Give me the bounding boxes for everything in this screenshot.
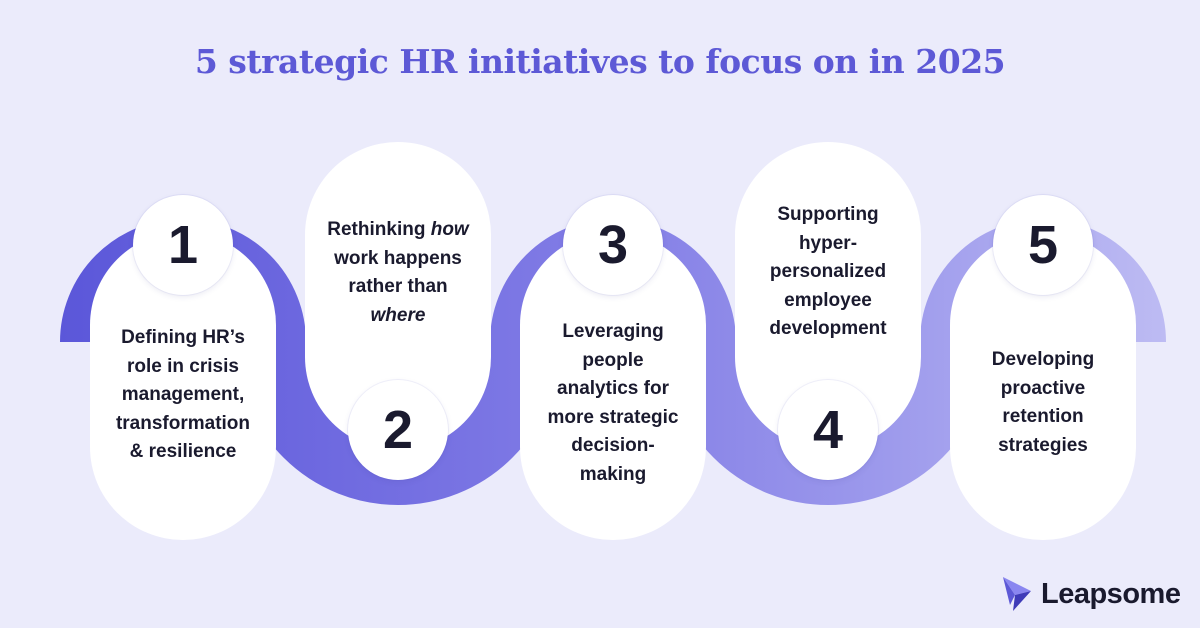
step-2-line: rather than (348, 276, 448, 297)
step-3-line: Leveraging (562, 321, 664, 342)
step-2-text: Rethinking how work happens rather than … (305, 216, 491, 330)
step-4-line: development (769, 318, 887, 339)
step-4-line: employee (784, 289, 872, 311)
step-3-number: 3 (563, 195, 663, 295)
step-2-number: 2 (348, 380, 448, 480)
step-4-line: Supporting (777, 204, 879, 225)
brand-name: Leapsome (1041, 577, 1181, 610)
step-2-line: Rethinking how (327, 219, 469, 240)
card-4 (735, 142, 921, 450)
step-5-number: 5 (993, 195, 1093, 295)
step-1-line: transformation (115, 412, 251, 434)
step-1-text: Defining HR’s role in crisis management,… (90, 324, 276, 467)
step-3-line: people (582, 349, 644, 371)
card-2 (305, 142, 491, 450)
step-4-number: 4 (778, 380, 878, 480)
step-1-line: management, (121, 384, 245, 405)
step-2-line: work happens (334, 247, 462, 269)
step-5-text: Developing proactive retention strategie… (950, 346, 1136, 460)
step-5-line: proactive (1000, 377, 1086, 399)
step-3-line: making (579, 463, 647, 485)
step-2-line: where (370, 304, 426, 326)
step-5-line: Developing (991, 349, 1095, 370)
step-4-line: personalized (769, 261, 887, 282)
step-1-number: 1 (133, 195, 233, 295)
step-3-line: analytics for (557, 378, 669, 399)
card-1 (90, 232, 276, 540)
card-3 (520, 232, 706, 540)
step-1-line: & resilience (129, 441, 237, 462)
page-title: 5 strategic HR initiatives to focus on i… (194, 42, 1006, 81)
step-4-line: hyper- (798, 232, 858, 254)
step-4-text: Supporting hyper- personalized employee … (735, 201, 921, 344)
step-5-line: retention (1002, 406, 1084, 427)
leapsome-bird-logo-icon (1003, 577, 1031, 611)
card-5 (950, 232, 1136, 540)
step-1-line: role in crisis (127, 355, 239, 377)
brand-logo: Leapsome (1001, 574, 1181, 614)
step-3-line: more strategic (547, 406, 679, 428)
step-1-line: Defining HR’s (121, 327, 245, 348)
step-5-line: strategies (998, 434, 1088, 456)
step-3-line: decision- (571, 435, 655, 456)
step-3-text: Leveraging people analytics for more str… (520, 318, 706, 489)
